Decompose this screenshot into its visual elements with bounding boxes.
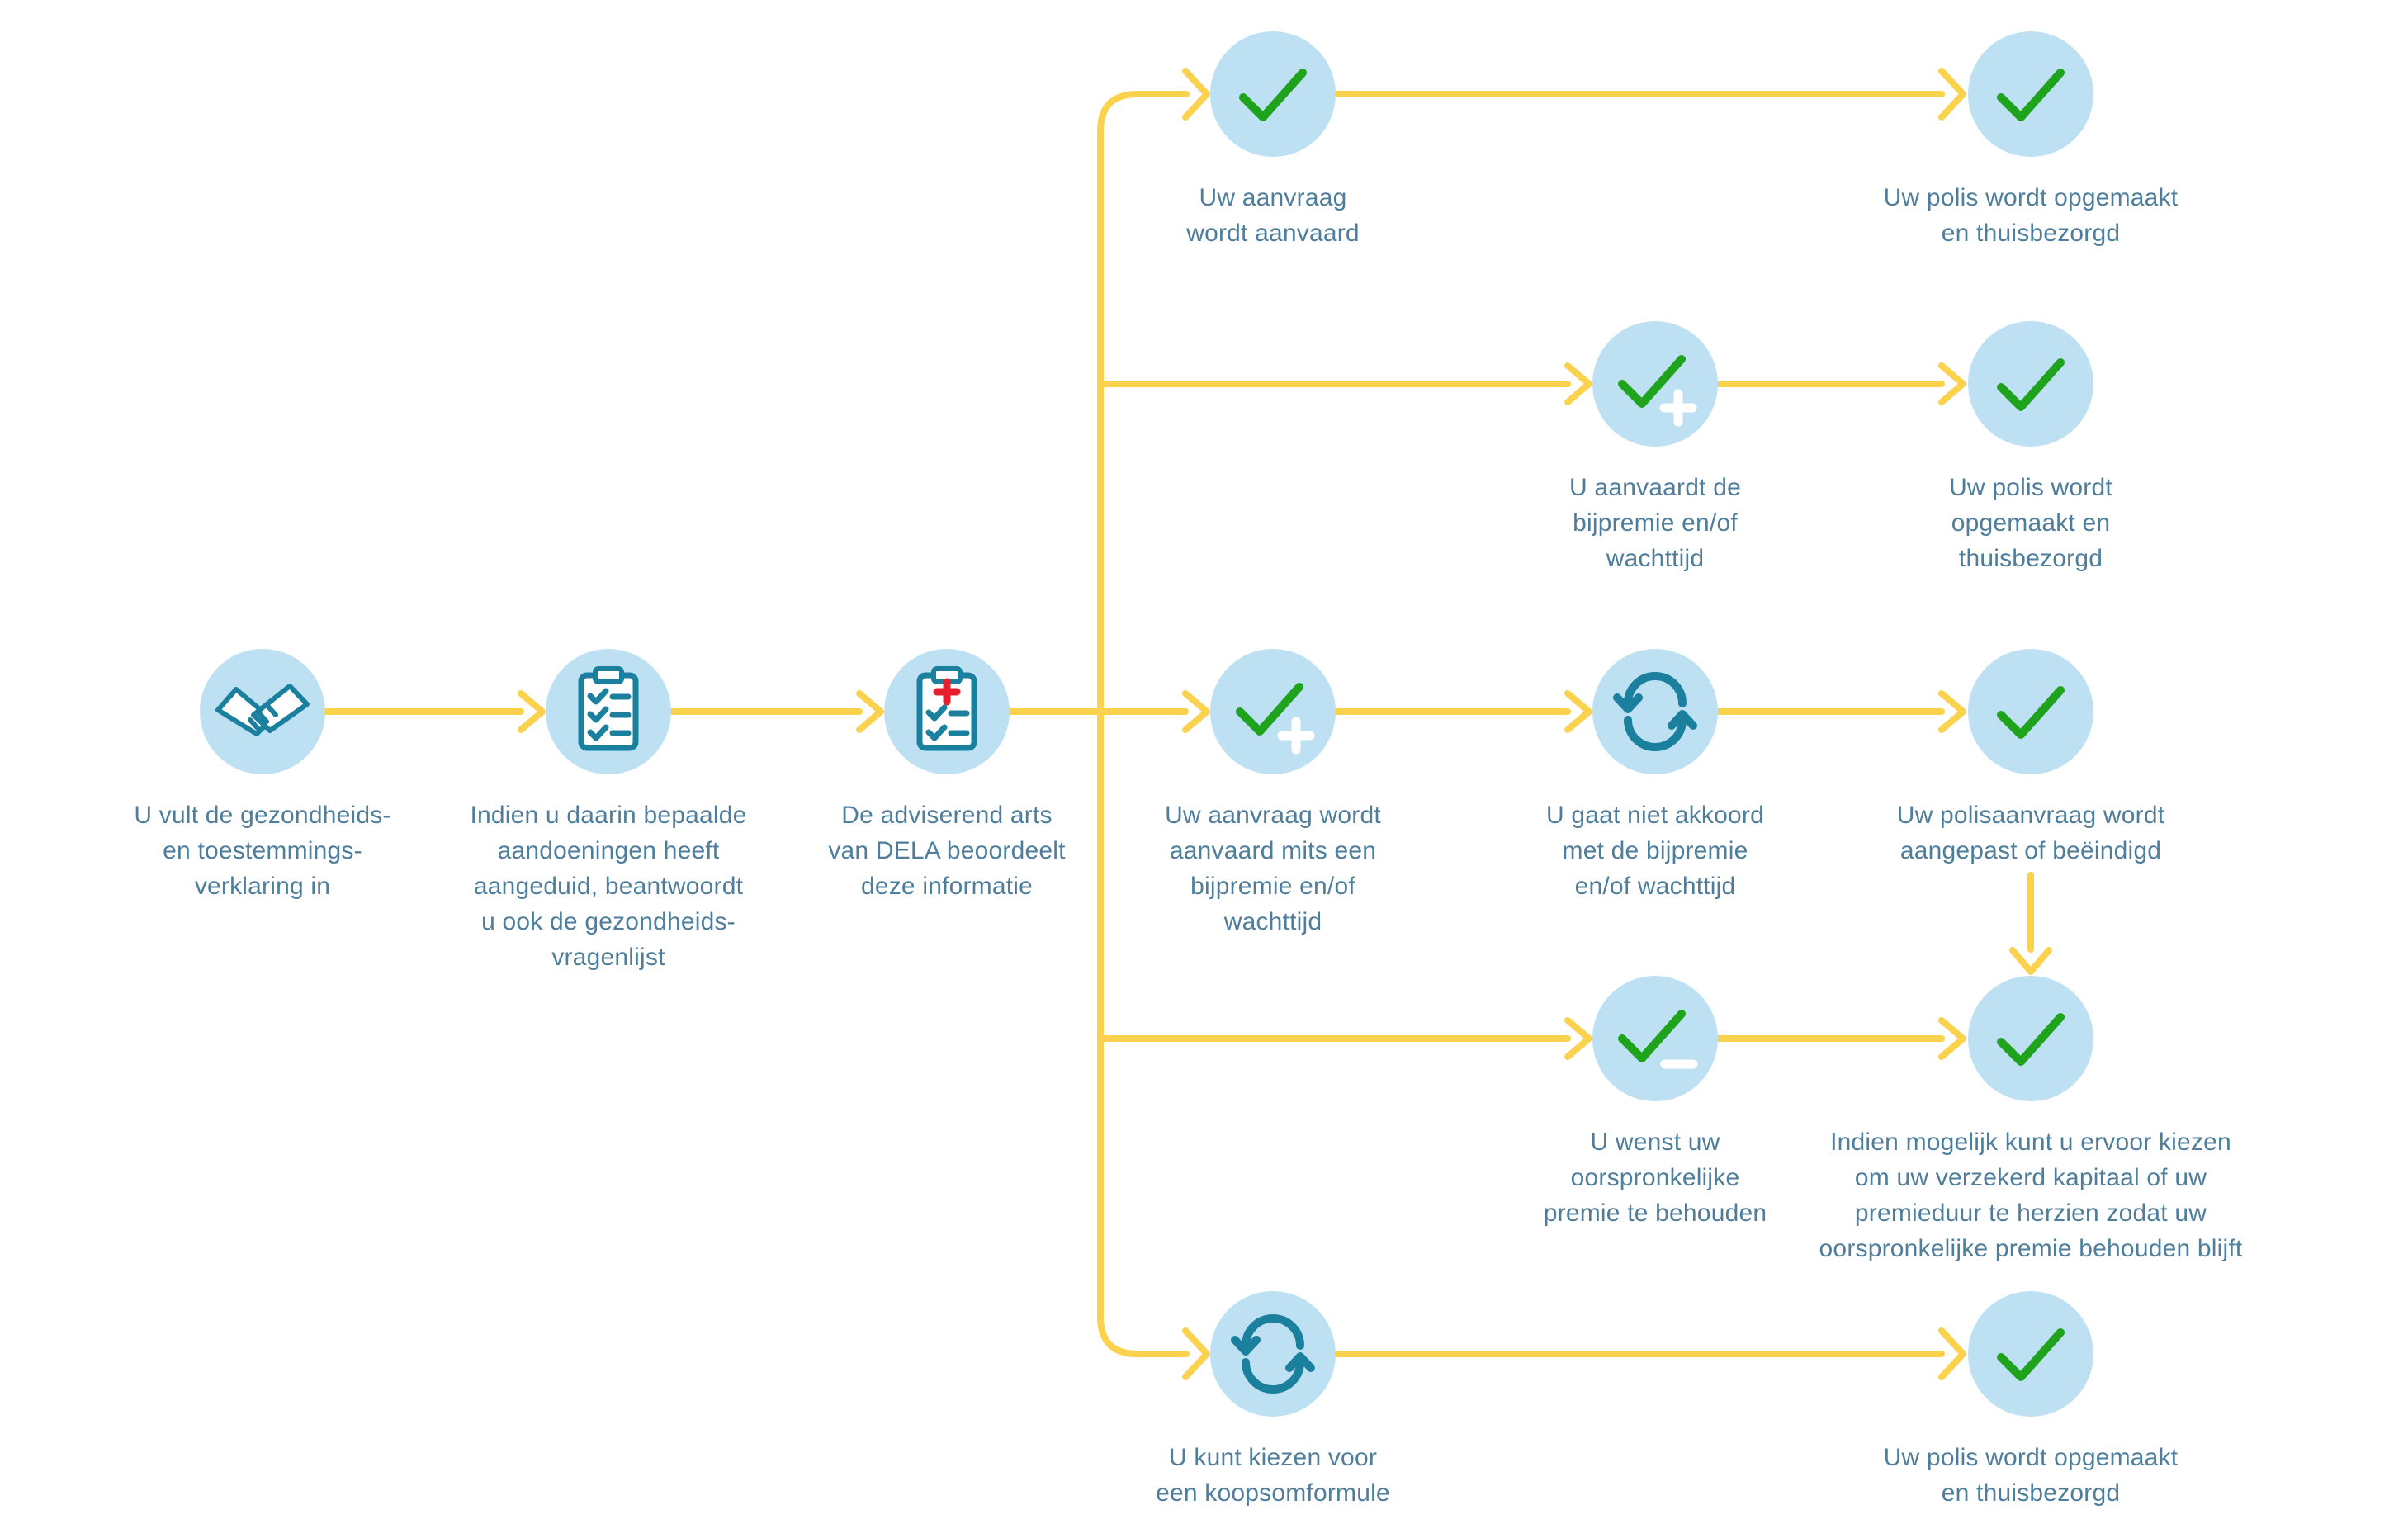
arrowhead-right-icon bbox=[1938, 68, 1966, 121]
check-plus-icon bbox=[1592, 321, 1718, 447]
node-circle bbox=[884, 649, 1010, 774]
check-icon bbox=[1968, 1291, 2093, 1417]
node-label: Uw aanvraag wordt aanvaard mits een bijp… bbox=[1165, 802, 1381, 935]
node-circle bbox=[1968, 31, 2093, 157]
node-label: Indien mogelijk kunt u ervoor kiezen om … bbox=[1819, 1129, 2243, 1262]
refresh-icon bbox=[1592, 649, 1718, 774]
node-label: Uw polis wordt opgemaakt en thuisbezorgd bbox=[1883, 184, 2179, 247]
node-circle bbox=[546, 649, 671, 774]
node-label: U wenst uw oorspronkelijke premie te beh… bbox=[1543, 1129, 1767, 1227]
connector-trunk bbox=[1097, 91, 1190, 1357]
node-circle bbox=[1210, 1291, 1336, 1417]
node-label: Uw polis wordt opgemaakt en thuisbezorgd bbox=[1949, 474, 2112, 572]
node-circle bbox=[1592, 321, 1718, 447]
arrowhead-right-icon bbox=[1938, 1017, 1966, 1060]
check-icon bbox=[1968, 976, 2093, 1101]
check-icon bbox=[1210, 31, 1336, 157]
node-label: Uw polisaanvraag wordt aangepast of beëi… bbox=[1896, 802, 2165, 864]
medical-clipboard-icon bbox=[884, 649, 1010, 774]
node-circle bbox=[200, 649, 325, 774]
node-circle bbox=[1210, 649, 1336, 774]
node-label: U vult de gezondheids- en toestemmings- … bbox=[134, 802, 391, 900]
refresh-icon bbox=[1210, 1291, 1336, 1417]
handshake-icon bbox=[200, 649, 325, 774]
arrowhead-right-icon bbox=[1182, 68, 1210, 121]
arrowhead-right-icon bbox=[856, 690, 884, 733]
node-label: Uw aanvraag wordt aanvaard bbox=[1186, 184, 1360, 247]
arrowhead-right-icon bbox=[1182, 690, 1210, 733]
node-label: U aanvaardt de bijpremie en/of wachttijd bbox=[1569, 474, 1741, 572]
check-icon bbox=[1968, 321, 2093, 447]
arrowhead-right-icon bbox=[1564, 1017, 1592, 1060]
checklist-icon bbox=[546, 649, 671, 774]
arrowhead-right-icon bbox=[1938, 1327, 1966, 1380]
arrowhead-right-icon bbox=[1564, 362, 1592, 405]
check-icon bbox=[1968, 649, 2093, 774]
node-label: Uw polis wordt opgemaakt en thuisbezorgd bbox=[1883, 1444, 2179, 1507]
arrowhead-right-icon bbox=[1564, 690, 1592, 733]
node-label: U kunt kiezen voor een koopsomformule bbox=[1156, 1444, 1390, 1507]
node-circle bbox=[1592, 976, 1718, 1101]
node-circle bbox=[1968, 1291, 2093, 1417]
arrowhead-right-icon bbox=[1182, 1327, 1210, 1380]
node-circle bbox=[1968, 321, 2093, 447]
arrowhead-right-icon bbox=[1938, 690, 1966, 733]
arrowhead-right-icon bbox=[518, 690, 546, 733]
arrowhead-right-icon bbox=[1938, 362, 1966, 405]
node-label: De adviserend arts van DELA beoordeelt d… bbox=[828, 802, 1066, 900]
node-circle bbox=[1592, 649, 1718, 774]
node-circle bbox=[1968, 976, 2093, 1101]
arrowhead-down-icon bbox=[2009, 947, 2052, 975]
check-icon bbox=[1968, 31, 2093, 157]
node-circle bbox=[1968, 649, 2093, 774]
node-label: Indien u daarin bepaalde aandoeningen he… bbox=[470, 802, 747, 971]
node-circle bbox=[1210, 31, 1336, 157]
check-minus-icon bbox=[1592, 976, 1718, 1101]
check-plus-icon bbox=[1210, 649, 1336, 774]
node-label: U gaat niet akkoord met de bijpremie en/… bbox=[1546, 802, 1764, 900]
